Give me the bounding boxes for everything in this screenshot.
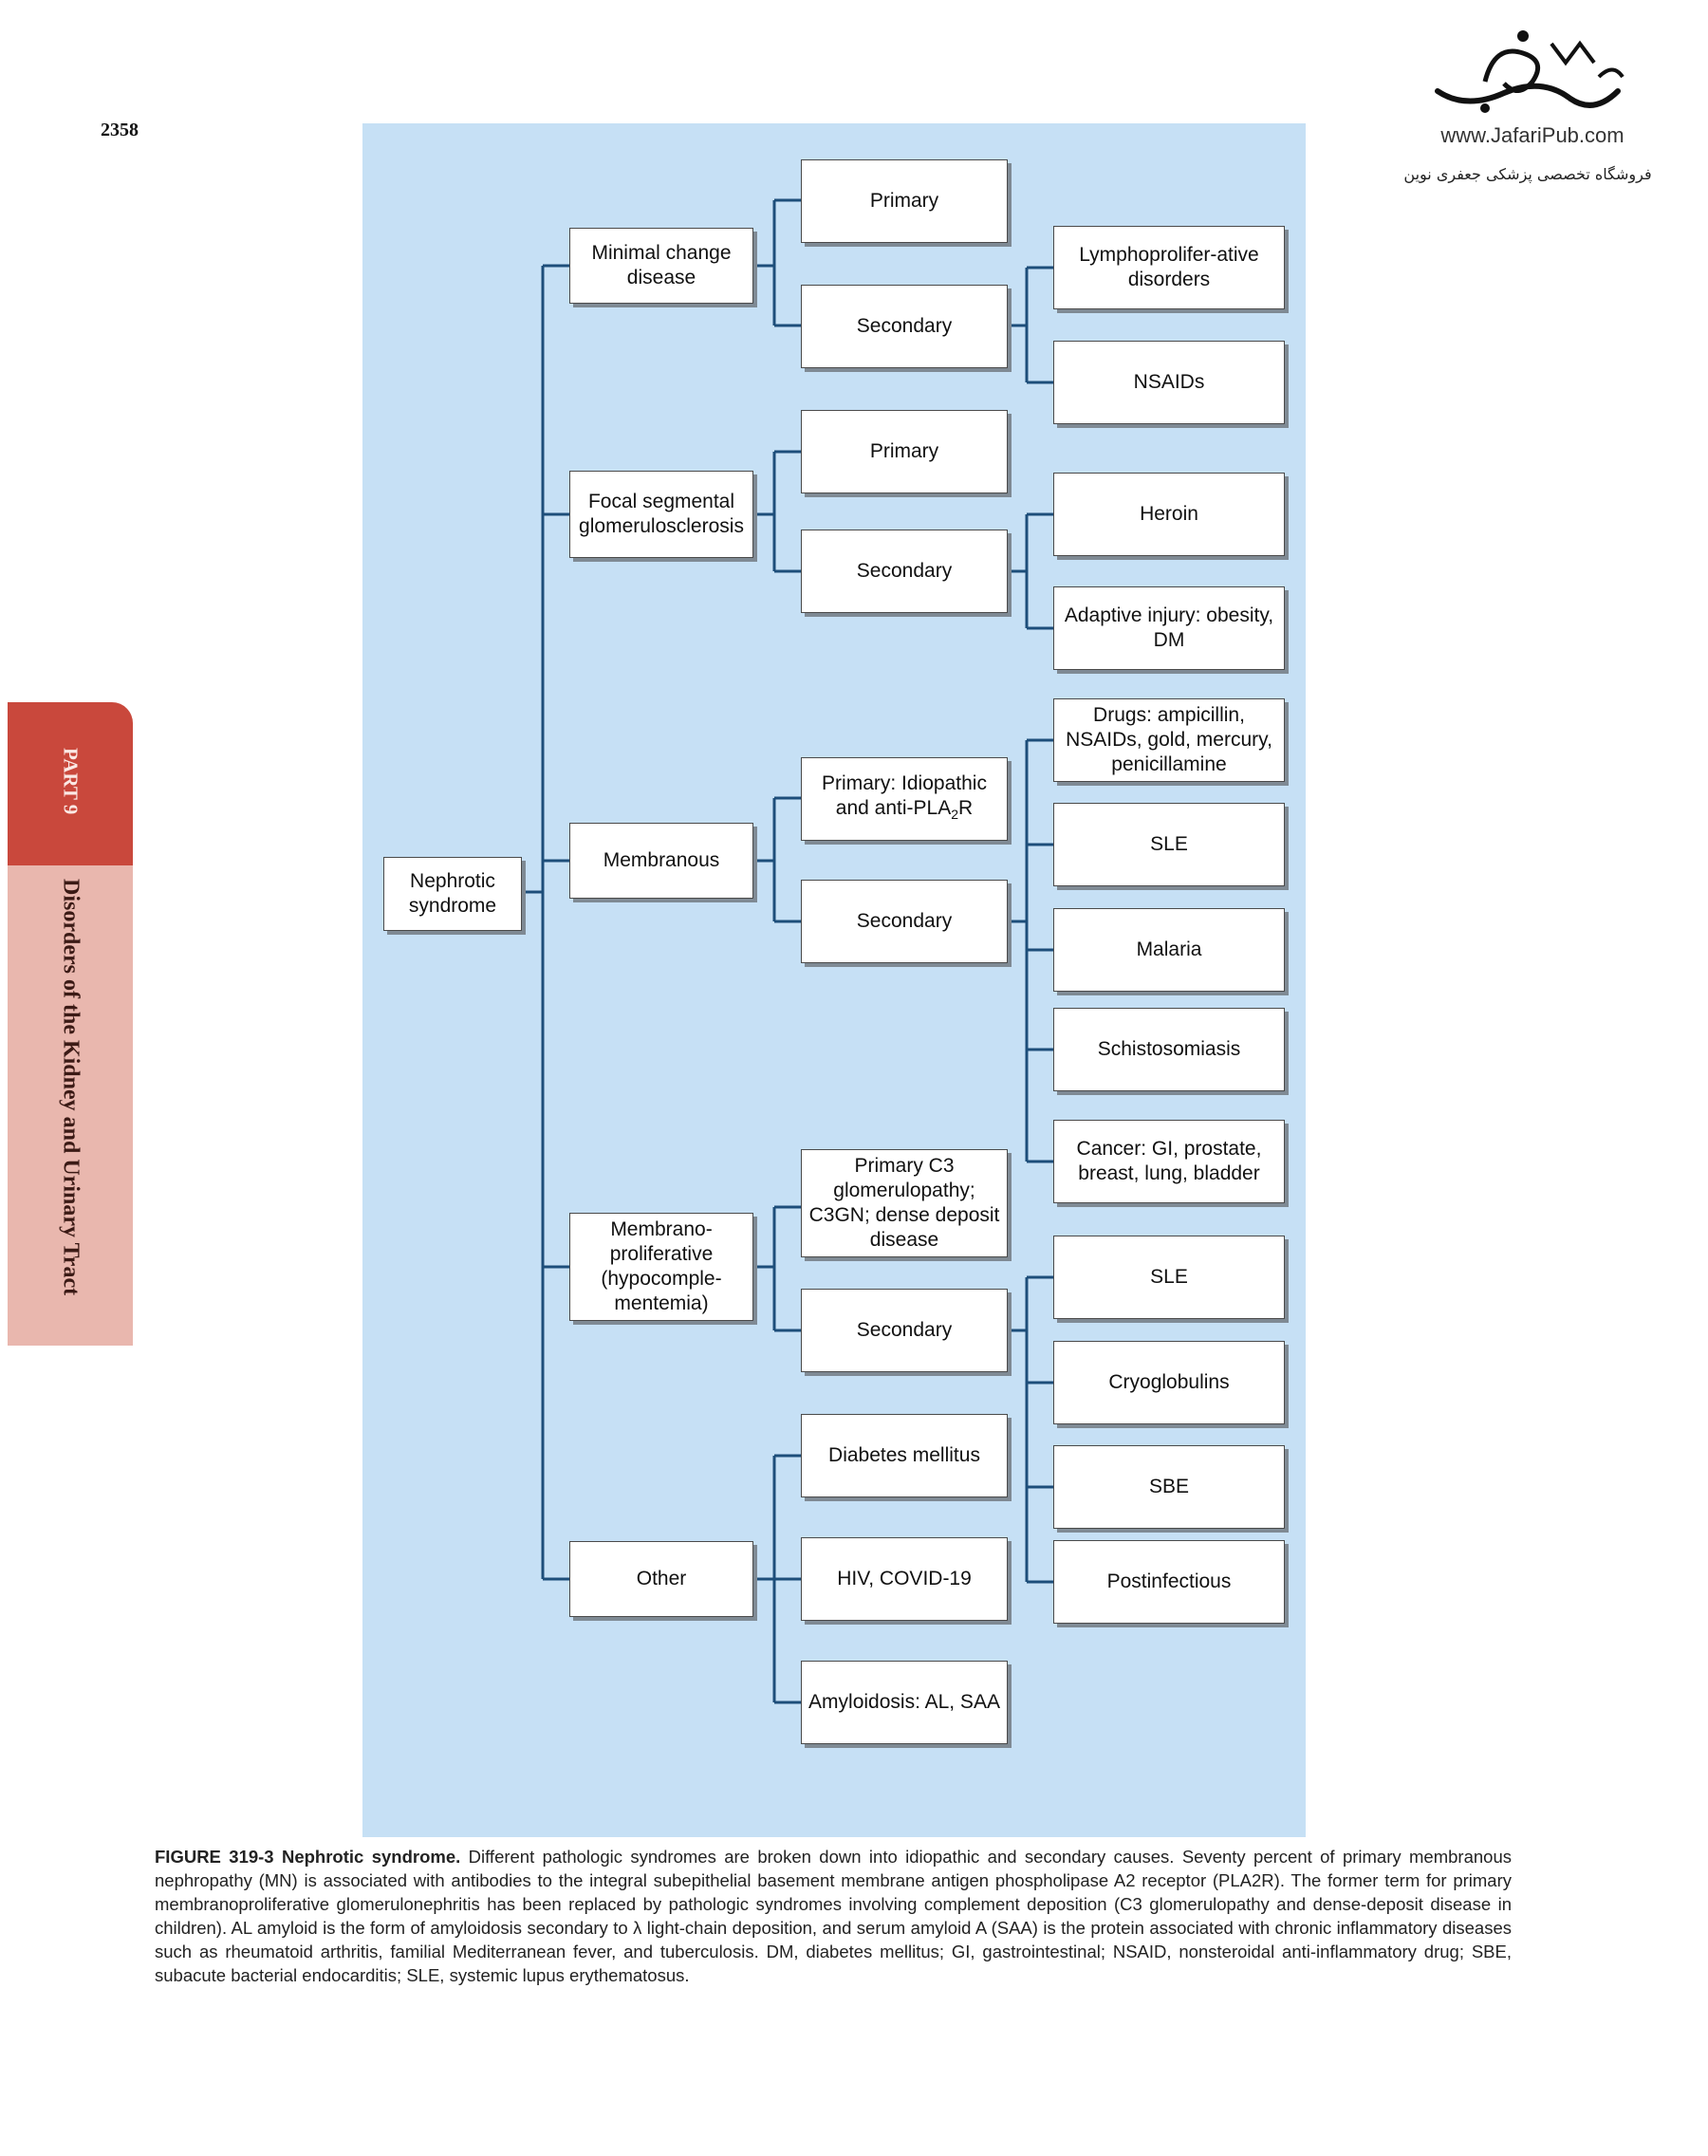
node-malaria: Malaria: [1053, 908, 1285, 992]
node-mcd-secondary: Secondary: [801, 285, 1008, 368]
node-other-diabetes: Diabetes mellitus: [801, 1414, 1008, 1497]
node-heroin: Heroin: [1053, 473, 1285, 556]
node-mpgn-secondary: Secondary: [801, 1289, 1008, 1372]
section-side-tab: PART 9 Disorders of the Kidney and Urina…: [8, 702, 133, 1346]
diagram-panel: Nephrotic syndrome Minimal change diseas…: [362, 123, 1306, 1837]
node-adaptive-injury: Adaptive injury: obesity, DM: [1053, 586, 1285, 670]
node-sbe: SBE: [1053, 1445, 1285, 1529]
node-fsgs-primary: Primary: [801, 410, 1008, 493]
page-number: 2358: [101, 120, 139, 140]
logo-url: www.JafariPub.com: [1440, 123, 1624, 147]
node-other: Other: [569, 1541, 753, 1617]
side-tab-section: Disorders of the Kidney and Urinary Trac…: [8, 865, 133, 1346]
publisher-logo: www.JafariPub.com فروشگاه تخصصی پزشکی جع…: [1390, 25, 1694, 195]
node-mn-primary-label: Primary: Idiopathic and anti-PLA2R: [822, 772, 987, 822]
node-postinfectious: Postinfectious: [1053, 1540, 1285, 1624]
node-cryoglobulins: Cryoglobulins: [1053, 1341, 1285, 1424]
node-membranoproliferative: Membrano-proliferative (hypocomple-mente…: [569, 1213, 753, 1321]
node-mn-secondary: Secondary: [801, 880, 1008, 963]
node-other-amyloidosis: Amyloidosis: AL, SAA: [801, 1661, 1008, 1744]
tree-connectors: [522, 198, 1053, 1704]
side-tab-part-label: PART 9: [59, 748, 83, 815]
logo-tagline: فروشگاه تخصصی پزشکی جعفری نوین: [1403, 165, 1652, 183]
node-mpgn-sle: SLE: [1053, 1236, 1285, 1319]
node-membranous: Membranous: [569, 823, 753, 899]
side-tab-part: PART 9: [8, 702, 133, 865]
node-mcd-primary: Primary: [801, 159, 1008, 243]
node-cancer: Cancer: GI, prostate, breast, lung, blad…: [1053, 1120, 1285, 1203]
node-mn-sle: SLE: [1053, 803, 1285, 886]
node-nephrotic-syndrome: Nephrotic syndrome: [383, 857, 522, 931]
figure-caption: FIGURE 319-3 Nephrotic syndrome. Differe…: [155, 1845, 1512, 1987]
node-drugs: Drugs: ampicillin, NSAIDs, gold, mercury…: [1053, 698, 1285, 782]
node-mpgn-primary: Primary C3 glomerulopathy; C3GN; dense d…: [801, 1149, 1008, 1257]
node-fsgs-secondary: Secondary: [801, 530, 1008, 613]
node-mn-primary: Primary: Idiopathic and anti-PLA2R: [801, 757, 1008, 841]
jafaripub-logo-icon: [1435, 30, 1624, 113]
node-nsaids: NSAIDs: [1053, 341, 1285, 424]
node-schistosomiasis: Schistosomiasis: [1053, 1008, 1285, 1091]
node-minimal-change-disease: Minimal change disease: [569, 228, 753, 304]
side-tab-section-label: Disorders of the Kidney and Urinary Trac…: [58, 879, 84, 1296]
figure-caption-text: Different pathologic syndromes are broke…: [155, 1847, 1512, 1985]
figure-caption-label: FIGURE 319-3 Nephrotic syndrome.: [155, 1847, 461, 1867]
node-other-hiv-covid: HIV, COVID-19: [801, 1537, 1008, 1621]
node-fsgs: Focal segmental glomerulosclerosis: [569, 471, 753, 558]
node-lymphoproliferative: Lymphoprolifer-ative disorders: [1053, 226, 1285, 309]
